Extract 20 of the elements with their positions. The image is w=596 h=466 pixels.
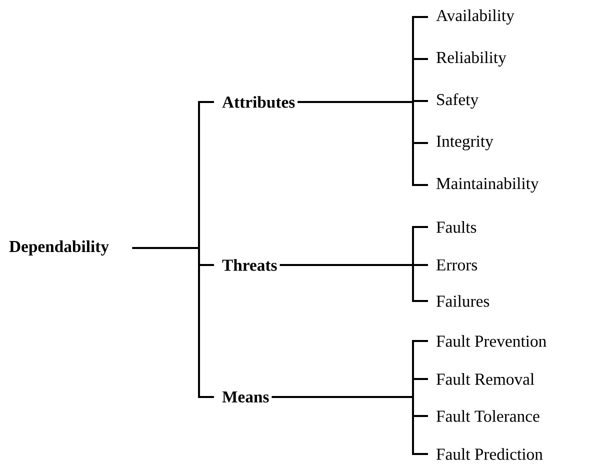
heading-text: Attributes [222, 96, 295, 108]
bracket-connector [272, 396, 428, 455]
item-text: Maintainability [436, 177, 539, 193]
item-text: Integrity [436, 136, 494, 150]
heading-text: Threats [222, 259, 277, 271]
bracket-connector [298, 101, 428, 186]
heading-text: Means [222, 391, 269, 403]
item-text: Safety [437, 93, 478, 109]
bracket-connector [132, 247, 214, 398]
item-text: Failures [436, 295, 490, 307]
heading-text: Dependability [9, 240, 109, 256]
item-text: Reliability [436, 51, 506, 67]
item-text: Errors [436, 259, 478, 271]
bracket-connector [280, 264, 428, 302]
item-text: Fault Prevention [436, 335, 546, 347]
item-text: Availability [436, 9, 514, 25]
item-text: Fault Removal [436, 373, 534, 385]
item-text: Fault Prediction [436, 448, 543, 460]
item-text: Fault Tolerance [436, 410, 540, 422]
item-text: Faults [436, 221, 476, 233]
